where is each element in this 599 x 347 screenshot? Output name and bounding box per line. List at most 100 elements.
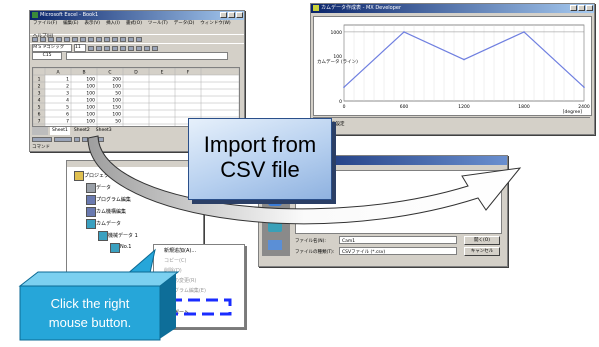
excel-menu-item[interactable]: ウィンドウ(W) (200, 21, 231, 26)
autoshape-icon[interactable] (54, 137, 72, 142)
cut-icon[interactable] (80, 36, 86, 42)
oval-icon[interactable] (98, 137, 104, 142)
tree-node-icon[interactable] (86, 183, 96, 193)
file-type-select[interactable]: CSVファイル (*.csv) (339, 247, 457, 255)
context-menu-item[interactable]: プログラム編集(E) (164, 288, 206, 294)
merge-icon[interactable] (136, 45, 142, 51)
sheet-tab-bar: Sheet1 Sheet2 Sheet3 (32, 127, 238, 135)
minimize-icon[interactable] (220, 12, 227, 18)
excel-menu-item[interactable]: 挿入(I) (106, 21, 120, 26)
italic-icon[interactable] (96, 45, 102, 51)
name-box[interactable]: C15 (32, 52, 62, 60)
column-header: C (108, 70, 111, 76)
preview-icon[interactable] (64, 36, 70, 42)
spell-icon[interactable] (72, 36, 78, 42)
column-header: A (56, 70, 60, 76)
data-point (343, 86, 345, 88)
graph-titlebar[interactable]: カムデータ作成表 - MX Developer (311, 4, 594, 13)
rectangle-icon[interactable] (90, 137, 96, 142)
new-icon[interactable] (32, 36, 38, 42)
context-menu-item[interactable]: インポート... (164, 310, 194, 316)
table-cell: 100 (112, 98, 121, 104)
sheet-tab-2[interactable]: Sheet2 (73, 128, 90, 133)
context-menu-item[interactable]: 削除(D) (164, 268, 182, 274)
context-menu-item[interactable]: 名前の変更(R) (164, 278, 197, 284)
maximize-icon[interactable] (228, 12, 235, 18)
context-menu-item[interactable]: 新規追加(A)... (164, 248, 197, 254)
tree-node-icon[interactable] (98, 231, 108, 241)
print-icon[interactable] (56, 36, 62, 42)
table-cell: 100 (86, 105, 95, 111)
file-name-field[interactable]: Cam1 (339, 236, 457, 244)
bold-icon[interactable] (88, 45, 94, 51)
tree-root[interactable]: プロジェクト(Q3) (84, 173, 126, 179)
computer-icon[interactable] (268, 240, 282, 250)
minimize-icon[interactable] (570, 5, 577, 11)
excel-menu-item[interactable]: 書式(O) (125, 21, 142, 26)
align-left-icon[interactable] (112, 45, 118, 51)
excel-titlebar[interactable]: Microsoft Excel - Book1 (30, 11, 244, 20)
open-button[interactable]: 開く(O) (464, 236, 500, 245)
underline-icon[interactable] (104, 45, 110, 51)
save-icon[interactable] (48, 36, 54, 42)
sheet-tab-1[interactable]: Sheet1 (50, 127, 70, 135)
tree-item-cam-mechanism[interactable]: カム機構編集 (96, 209, 127, 215)
tree-item-data[interactable]: データ (96, 185, 112, 191)
x-tick-label: 1200 (458, 104, 470, 110)
tree-item-machine-data[interactable]: 機械データ 1 (108, 233, 138, 239)
formula-input[interactable] (66, 52, 228, 60)
draw-menu-icon[interactable] (32, 137, 52, 142)
tree-node-icon[interactable] (86, 195, 96, 205)
undo-icon[interactable] (104, 36, 110, 42)
sheet-tab-3[interactable]: Sheet3 (95, 128, 112, 133)
fill-color-icon[interactable] (144, 45, 150, 51)
maximize-icon[interactable] (578, 5, 585, 11)
align-right-icon[interactable] (128, 45, 134, 51)
excel-menu-item[interactable]: 表示(V) (84, 21, 101, 26)
column-header: E (161, 70, 164, 76)
excel-menu-item[interactable]: データ(D) (173, 21, 195, 26)
tree-item-cam-data[interactable]: カムデータ (96, 221, 122, 227)
excel-title: Microsoft Excel - Book1 (40, 12, 99, 18)
table-cell: 100 (112, 84, 121, 90)
sheet-nav-icon[interactable] (32, 127, 48, 135)
callout-line-1: Import from (203, 132, 317, 157)
close-icon[interactable] (236, 12, 243, 18)
excel-menubar: ファイル(F) 編集(E) 表示(V) 挿入(I) 書式(O) ツール(T) データ(D) ウ… (30, 20, 244, 39)
copy-icon[interactable] (88, 36, 94, 42)
network-icon[interactable] (268, 220, 282, 232)
row-header: 4 (38, 98, 41, 104)
tree-node-icon[interactable] (86, 207, 96, 217)
font-name-box[interactable]: ＭＳ Pゴシック (32, 44, 72, 52)
arrow-icon[interactable] (82, 137, 88, 142)
excel-menu-item[interactable]: ツール(T) (147, 21, 168, 26)
cancel-button[interactable]: キャンセル (464, 247, 500, 256)
excel-menu-item[interactable]: 編集(E) (63, 21, 79, 26)
sum-icon[interactable] (120, 36, 126, 42)
tree-node-icon[interactable] (86, 219, 96, 229)
tree-item-program[interactable]: プログラム編集 (96, 197, 131, 203)
font-size-box[interactable]: 11 (74, 44, 86, 52)
sort-icon[interactable] (128, 36, 134, 42)
row-header: 3 (38, 91, 41, 97)
file-name-value: Cam1 (342, 239, 356, 244)
close-icon[interactable] (586, 5, 593, 11)
chart-wizard-icon[interactable] (136, 36, 142, 42)
context-menu-item[interactable]: コピー(C) (164, 258, 187, 264)
table-cell: 100 (112, 112, 121, 118)
paste-icon[interactable] (96, 36, 102, 42)
redo-icon[interactable] (112, 36, 118, 42)
excel-menu-item[interactable]: ファイル(F) (33, 21, 58, 26)
tree-node-icon[interactable] (74, 171, 84, 181)
table-cell: 7 (66, 119, 69, 125)
tree-node-icon[interactable] (110, 243, 120, 253)
align-center-icon[interactable] (120, 45, 126, 51)
open-icon[interactable] (40, 36, 46, 42)
tree-item-no1[interactable]: No.1 (120, 244, 132, 250)
line-icon[interactable] (74, 137, 80, 142)
font-color-icon[interactable] (152, 45, 158, 51)
import-csv-callout: Import from CSV file (188, 118, 332, 200)
